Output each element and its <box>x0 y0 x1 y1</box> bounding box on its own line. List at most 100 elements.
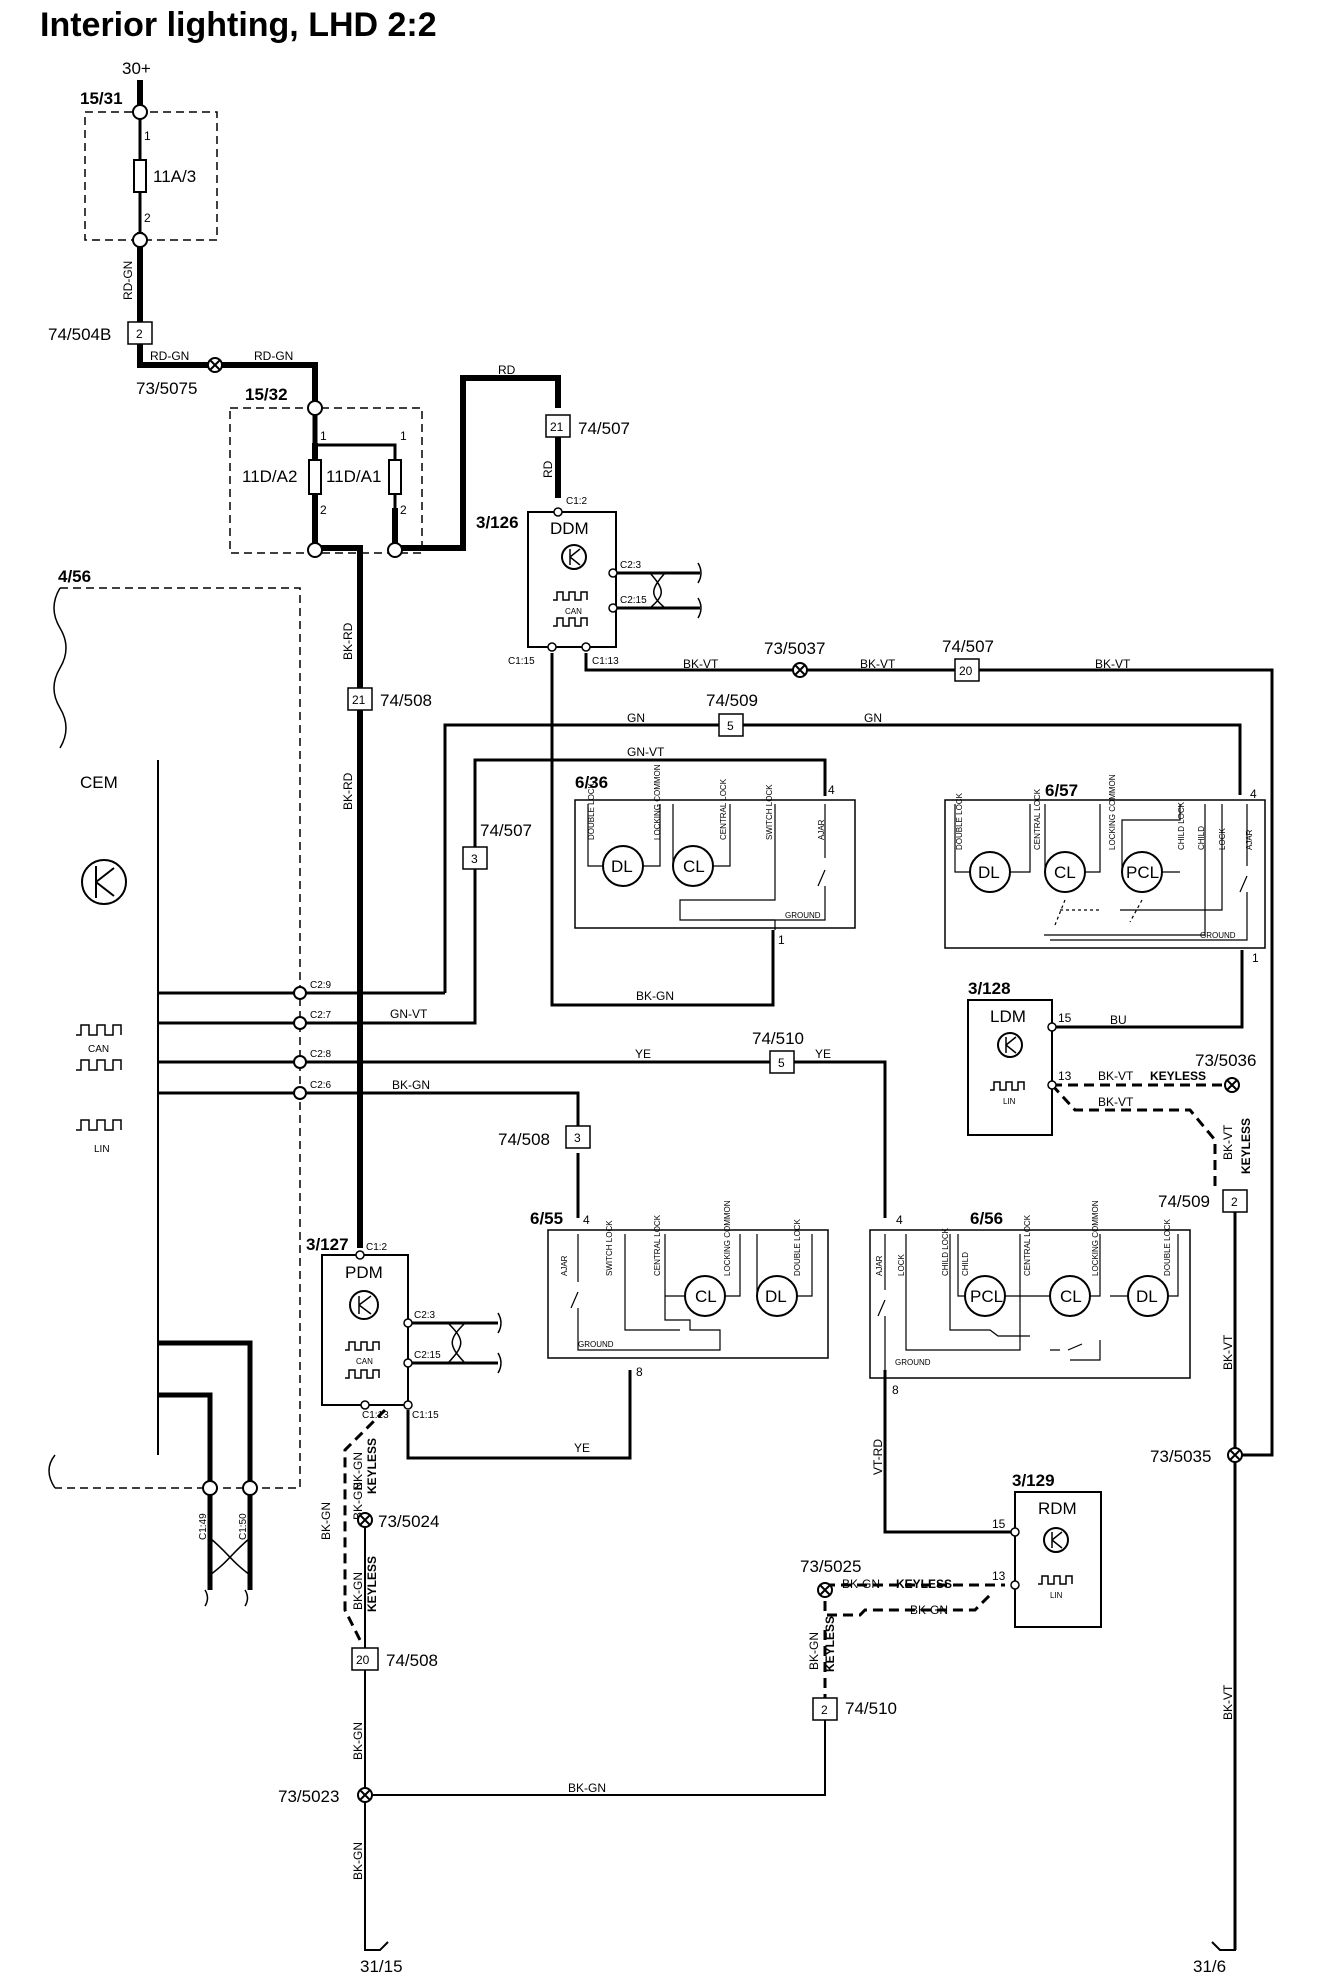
svg-text:DOUBLE LOCK: DOUBLE LOCK <box>793 1218 802 1276</box>
svg-text:CEM: CEM <box>80 773 118 792</box>
svg-text:DL: DL <box>611 857 633 876</box>
svg-text:DOUBLE LOCK: DOUBLE LOCK <box>1163 1218 1172 1276</box>
page-title: Interior lighting, LHD 2:2 <box>40 6 437 44</box>
svg-text:20: 20 <box>356 1653 370 1667</box>
svg-text:13: 13 <box>1058 1069 1072 1083</box>
keyless-label: KEYLESS <box>1150 1069 1206 1083</box>
svg-text:74/508: 74/508 <box>498 1130 550 1149</box>
svg-text:CENTRAL LOCK: CENTRAL LOCK <box>1033 788 1042 850</box>
twisted-pair-icon <box>209 1537 251 1576</box>
keyless-label: KEYLESS <box>365 1556 379 1612</box>
svg-text:C2:6: C2:6 <box>310 1080 332 1091</box>
wire-label: RD-GN <box>254 349 293 363</box>
power-wires <box>137 80 561 1248</box>
keyless-wires <box>343 1083 1230 1700</box>
wire-label: BK-GN <box>351 1722 365 1760</box>
wire-label: BK-GN <box>319 1502 333 1540</box>
wire-label: BK-GN <box>636 989 674 1003</box>
svg-text:2: 2 <box>400 503 407 517</box>
wire-label: BK-GN <box>351 1452 365 1490</box>
wire-label: BK-VT <box>1098 1095 1134 1109</box>
svg-text:6/57: 6/57 <box>1045 781 1078 800</box>
svg-text:74/508: 74/508 <box>380 691 432 710</box>
svg-text:31/6: 31/6 <box>1193 1957 1226 1976</box>
door-lock-6-56: 6/56 4 8 AJAR LOCK CHILD LOCK CHILD CENT… <box>869 1200 1191 1397</box>
svg-text:15: 15 <box>1058 1011 1072 1025</box>
signal-wires <box>158 571 1274 1950</box>
svg-text:PDM: PDM <box>345 1263 383 1282</box>
svg-text:DL: DL <box>765 1287 787 1306</box>
wire-label: GN-VT <box>390 1007 428 1021</box>
svg-text:C1:13: C1:13 <box>362 1410 389 1421</box>
svg-text:CHILD LOCK: CHILD LOCK <box>1177 801 1186 850</box>
svg-text:LOCK: LOCK <box>897 1254 906 1276</box>
connector-74-509-right: 2 74/509 <box>1158 1189 1248 1213</box>
wire-label: BK-GN <box>910 1603 948 1617</box>
lin-signal-icon <box>990 1081 1025 1091</box>
splice-73-5025: 73/5025 <box>800 1557 861 1598</box>
wire-label: BK-RD <box>341 772 355 810</box>
svg-text:4: 4 <box>583 1213 590 1227</box>
svg-text:73/5037: 73/5037 <box>764 639 825 658</box>
wire-label: RD-GN <box>121 261 135 300</box>
svg-text:3: 3 <box>471 852 478 866</box>
svg-text:4: 4 <box>1250 787 1257 801</box>
svg-text:LOCKING COMMON: LOCKING COMMON <box>1108 774 1117 850</box>
wire-label: RD-GN <box>150 349 189 363</box>
transistor-icon <box>349 1290 379 1320</box>
twisted-pair-icon <box>447 1322 466 1364</box>
twisted-pair-icon <box>649 572 666 609</box>
wire-label: VT-RD <box>871 1439 885 1475</box>
svg-text:74/509: 74/509 <box>1158 1192 1210 1211</box>
svg-text:CL: CL <box>1054 863 1076 882</box>
svg-text:74/510: 74/510 <box>845 1699 897 1718</box>
can-signal-icon <box>553 591 588 601</box>
svg-text:CAN: CAN <box>565 607 582 616</box>
svg-text:3: 3 <box>574 1131 581 1145</box>
transistor-icon <box>997 1032 1023 1058</box>
svg-text:C1:2: C1:2 <box>566 496 588 507</box>
wire-label: GN <box>864 711 882 725</box>
svg-text:C2:15: C2:15 <box>414 1350 441 1361</box>
svg-text:C1:2: C1:2 <box>366 1242 388 1253</box>
svg-text:PCL: PCL <box>1126 863 1159 882</box>
svg-text:6/36: 6/36 <box>575 773 608 792</box>
svg-text:AJAR: AJAR <box>1245 829 1254 850</box>
svg-text:DL: DL <box>1136 1287 1158 1306</box>
svg-text:CENTRAL LOCK: CENTRAL LOCK <box>719 778 728 840</box>
fuse-box-ref: 15/31 <box>80 89 123 108</box>
svg-text:AJAR: AJAR <box>875 1255 884 1276</box>
module-pdm: 3/127 PDM C1:2 CAN C2:3 C2:15 C1:13 C1:1… <box>306 1235 502 1421</box>
svg-text:CAN: CAN <box>88 1044 109 1055</box>
lin-signal-icon <box>1038 1575 1073 1585</box>
svg-text:21: 21 <box>550 420 564 434</box>
connector-74-507-top: 21 74/507 <box>545 414 630 438</box>
module-cem: 4/56 CEM CAN LIN C2:9 C2:7 C2:8 C2:6 C1:… <box>48 567 332 1607</box>
svg-text:CENTRAL LOCK: CENTRAL LOCK <box>1023 1214 1032 1276</box>
svg-text:CAN: CAN <box>356 1357 373 1366</box>
svg-text:5: 5 <box>727 719 734 733</box>
keyless-label: KEYLESS <box>365 1438 379 1494</box>
splice-73-5024: 73/5024 <box>357 1512 439 1531</box>
splice-73-5036: 73/5036 <box>1195 1051 1256 1093</box>
fuse-label: 11A/3 <box>153 167 196 186</box>
svg-text:CL: CL <box>683 857 705 876</box>
svg-text:C2:3: C2:3 <box>620 560 642 571</box>
svg-text:C1:13: C1:13 <box>592 656 619 667</box>
wire-label: YE <box>574 1441 590 1455</box>
wire-label: BK-GN <box>351 1842 365 1880</box>
svg-text:CHILD: CHILD <box>1197 826 1206 850</box>
door-lock-6-55: 6/55 4 8 AJAR SWITCH LOCK CENTRAL LOCK L… <box>530 1200 829 1379</box>
svg-text:C2:9: C2:9 <box>310 980 332 991</box>
svg-text:1: 1 <box>400 429 407 443</box>
connector-74-504b: 2 74/504B <box>48 321 153 345</box>
svg-text:GROUND: GROUND <box>1200 931 1236 940</box>
wire-label: BK-GN <box>842 1577 880 1591</box>
svg-text:74/507: 74/507 <box>942 637 994 656</box>
svg-text:2: 2 <box>1231 1195 1238 1209</box>
svg-text:CL: CL <box>1060 1287 1082 1306</box>
can-signal-icon <box>76 1024 122 1036</box>
connector-74-508-mid: 3 74/508 <box>498 1125 591 1149</box>
svg-text:73/5035: 73/5035 <box>1150 1447 1211 1466</box>
